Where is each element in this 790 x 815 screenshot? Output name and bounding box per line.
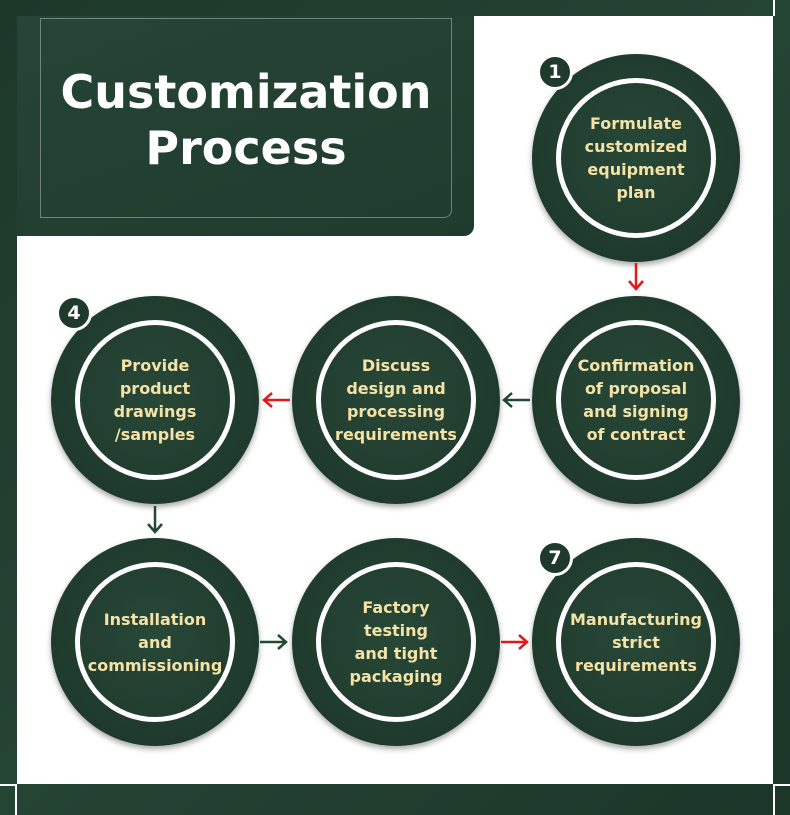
title-line-1: Customization	[60, 65, 432, 119]
step-4-number-badge: 4	[56, 295, 92, 331]
step-4-circle: Provide product drawings /samples	[51, 296, 259, 504]
title-box	[17, 16, 474, 236]
step-2-label: Confirmation of proposal and signing of …	[577, 356, 695, 444]
arrow-down-icon	[147, 506, 163, 534]
page-title: Customization Process	[40, 64, 452, 176]
step-7-number-badge: 7	[537, 540, 573, 576]
corner-line-bottom-right	[773, 784, 790, 786]
title-border	[40, 18, 452, 218]
step-3-label: Discuss design and processing requiremen…	[335, 356, 457, 444]
corner-line-bottom-left	[0, 784, 17, 786]
step-7-label: Manufacturing strict requirements	[570, 609, 702, 675]
step-1-ring: Formulate customized equipment plan	[556, 78, 716, 238]
step-6-label: Factory testing and tight packaging	[349, 598, 443, 686]
title-line-2: Process	[145, 121, 347, 175]
arrow-right-icon	[260, 634, 288, 650]
step-1-circle: Formulate customized equipment plan	[532, 54, 740, 262]
step-2-circle: Confirmation of proposal and signing of …	[532, 296, 740, 504]
step-6-ring: Factory testing and tight packaging	[316, 562, 476, 722]
arrow-down-icon	[628, 263, 644, 291]
step-2-ring: Confirmation of proposal and signing of …	[556, 320, 716, 480]
step-7-ring: Manufacturing strict requirements	[556, 562, 716, 722]
arrow-right-icon	[501, 634, 529, 650]
step-7-circle: Manufacturing strict requirements	[532, 538, 740, 746]
corner-line-bottom-right-v	[773, 784, 775, 815]
step-5-circle: Installation and commissioning	[51, 538, 259, 746]
corner-line-bottom-left-v	[15, 784, 17, 815]
corner-line-top-right	[773, 0, 775, 16]
step-5-ring: Installation and commissioning	[75, 562, 235, 722]
step-4-ring: Provide product drawings /samples	[75, 320, 235, 480]
step-1-label: Formulate customized equipment plan	[584, 114, 688, 202]
step-6-circle: Factory testing and tight packaging	[292, 538, 500, 746]
step-4-label: Provide product drawings /samples	[113, 356, 197, 444]
step-3-circle: Discuss design and processing requiremen…	[292, 296, 500, 504]
arrow-left-icon	[262, 392, 290, 408]
step-1-number-badge: 1	[537, 54, 573, 90]
step-5-label: Installation and commissioning	[87, 609, 223, 675]
step-3-ring: Discuss design and processing requiremen…	[316, 320, 476, 480]
arrow-left-icon	[502, 392, 530, 408]
